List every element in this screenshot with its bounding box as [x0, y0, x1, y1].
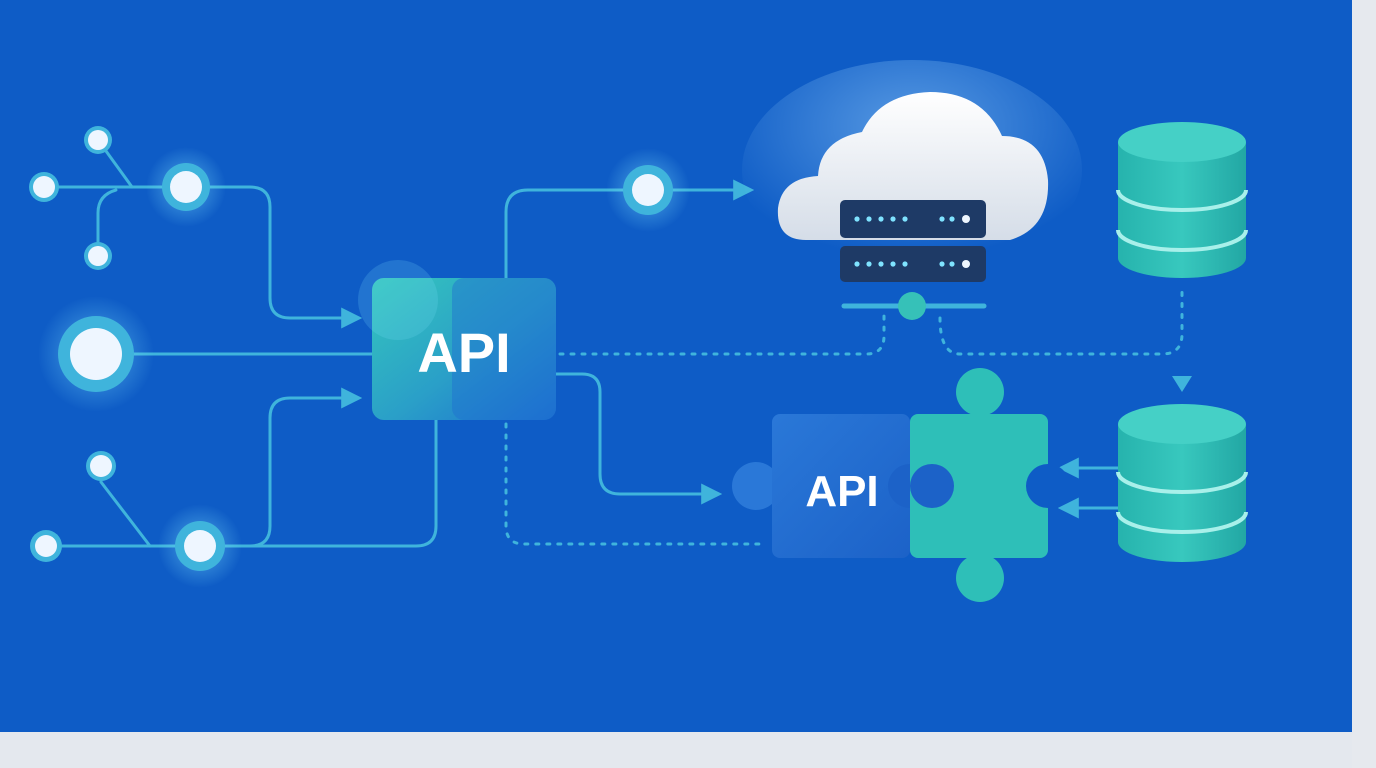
database-icon [1116, 122, 1248, 278]
arrow-icon [554, 372, 723, 505]
plugin-api-label: API [805, 467, 878, 516]
database-icon [1116, 404, 1248, 562]
diagram-canvas: API API [0, 0, 1352, 732]
node-icon [158, 504, 242, 588]
api-gateway-box: API [358, 260, 556, 420]
frame-right-edge [1352, 0, 1376, 768]
node-icon [84, 242, 112, 270]
node-icon [29, 172, 59, 202]
node-icon [146, 147, 226, 227]
arrow-icon [1172, 376, 1192, 392]
node-icon [38, 296, 154, 412]
server-icon [840, 200, 987, 320]
puzzle-icon: API [732, 414, 932, 558]
api-integration-diagram: API API [29, 60, 1248, 602]
node-icon [606, 148, 690, 232]
api-gateway-label: API [417, 321, 510, 384]
frame-bottom-edge [0, 732, 1352, 768]
arrow-icon [184, 185, 363, 329]
node-icon [30, 530, 62, 562]
data-flow-dotted [504, 288, 1184, 546]
node-icon [84, 126, 112, 154]
node-icon [86, 451, 116, 481]
puzzle-icon [910, 368, 1070, 602]
